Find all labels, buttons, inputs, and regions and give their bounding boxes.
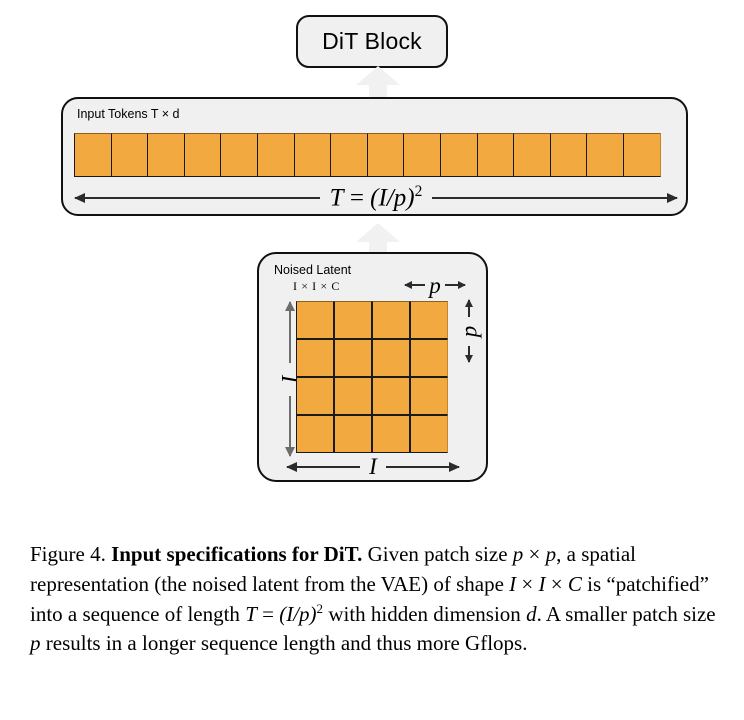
token-square [622,133,662,177]
caption-seg2: , a spatial representation (the noised l… [30,542,637,596]
caption-var-i1: I [509,571,517,596]
latent-patch-grid [296,301,449,454]
caption-var-c: C [567,571,582,596]
caption-var-p3: p [30,631,41,656]
token-square [403,133,442,177]
noised-latent-title: Noised Latent [274,263,352,277]
caption-times3: × [545,571,568,596]
token-square [293,133,332,177]
token-square [147,133,186,177]
caption-seg1: Given patch size [362,542,513,566]
arrow-head [356,66,400,85]
latent-patch-cell [296,339,335,378]
caption-var-p2: p [545,542,557,566]
arrow-head [356,223,400,242]
dimension-line-top [285,301,294,363]
caption-times1: × [523,542,546,566]
input-tokens-label: Input Tokens T × d [77,107,180,121]
sequence-length-label: T = (I/p)2 [329,183,423,212]
token-square [183,133,222,177]
caption-var-d: d [526,601,537,626]
caption-expr: (I/p) [279,601,317,626]
latent-patch-cell [296,415,335,454]
dimension-line-bottom [464,345,474,363]
sequence-length-dimension: T = (I/p)2 [74,183,678,212]
caption-seg3: is “patchified” into a sequence of lengt… [30,571,709,626]
patch-width-label: p [429,272,441,298]
token-square [513,133,552,177]
token-square [549,133,588,177]
patch-width-dimension: p [403,271,467,299]
caption-times2: × [516,571,539,596]
token-square [476,133,515,177]
dimension-line-bottom [285,395,294,457]
dimension-line-right [385,462,461,471]
patch-height-label: p [456,325,482,337]
caption-var-t: T [245,601,257,626]
latent-patch-cell [372,301,411,340]
latent-patch-cell [372,377,411,416]
input-tokens-panel: Input Tokens T × d T = (I/p)2 [61,97,688,216]
latent-width-dimension: I [285,454,461,480]
caption-seg6: results in a longer sequence length and … [40,631,528,656]
latent-patch-cell [410,377,449,416]
patch-height-dimension: p [456,299,482,363]
dimension-line-right [444,280,467,291]
dit-block-node: DiT Block [296,15,448,68]
latent-height-dimension: I [277,301,302,457]
caption-var-i2: I [538,571,546,596]
token-sequence [74,133,662,177]
latent-width-label: I [369,454,377,479]
caption-exponent: 2 [316,600,324,616]
noised-latent-panel: Noised Latent I × I × C p p I I [257,252,488,482]
token-square [256,133,296,177]
token-square [366,133,405,177]
token-square [586,133,625,177]
token-square [439,133,479,177]
latent-patch-cell [296,377,335,416]
token-square [220,133,259,177]
latent-patch-cell [410,415,449,454]
token-square [330,133,369,177]
token-square [110,133,149,177]
caption-title: Input specifications for DiT. [111,542,363,566]
caption-seg5: . A smaller patch size [536,601,716,626]
latent-patch-cell [334,415,373,454]
dimension-line-left [285,462,361,471]
latent-patch-cell [372,339,411,378]
token-square [74,133,113,177]
caption-equals: = [256,601,280,626]
dimension-line-top [464,299,474,317]
latent-patch-cell [334,301,373,340]
dimension-line-left [74,193,320,202]
latent-patch-cell [410,339,449,378]
noised-latent-shape: I × I × C [293,279,340,293]
caption-figure-number: Figure 4. [30,542,106,566]
latent-patch-cell [410,301,449,340]
dit-block-label: DiT Block [322,28,422,54]
dimension-line-left [403,280,426,291]
dimension-line-right [432,193,678,202]
latent-patch-cell [372,415,411,454]
latent-patch-cell [334,339,373,378]
figure-caption: Figure 4. Input specifications for DiT. … [30,540,720,659]
latent-patch-cell [334,377,373,416]
caption-var-p1: p [512,542,524,566]
caption-seg4: with hidden dimension [323,601,527,626]
latent-patch-cell [296,301,335,340]
